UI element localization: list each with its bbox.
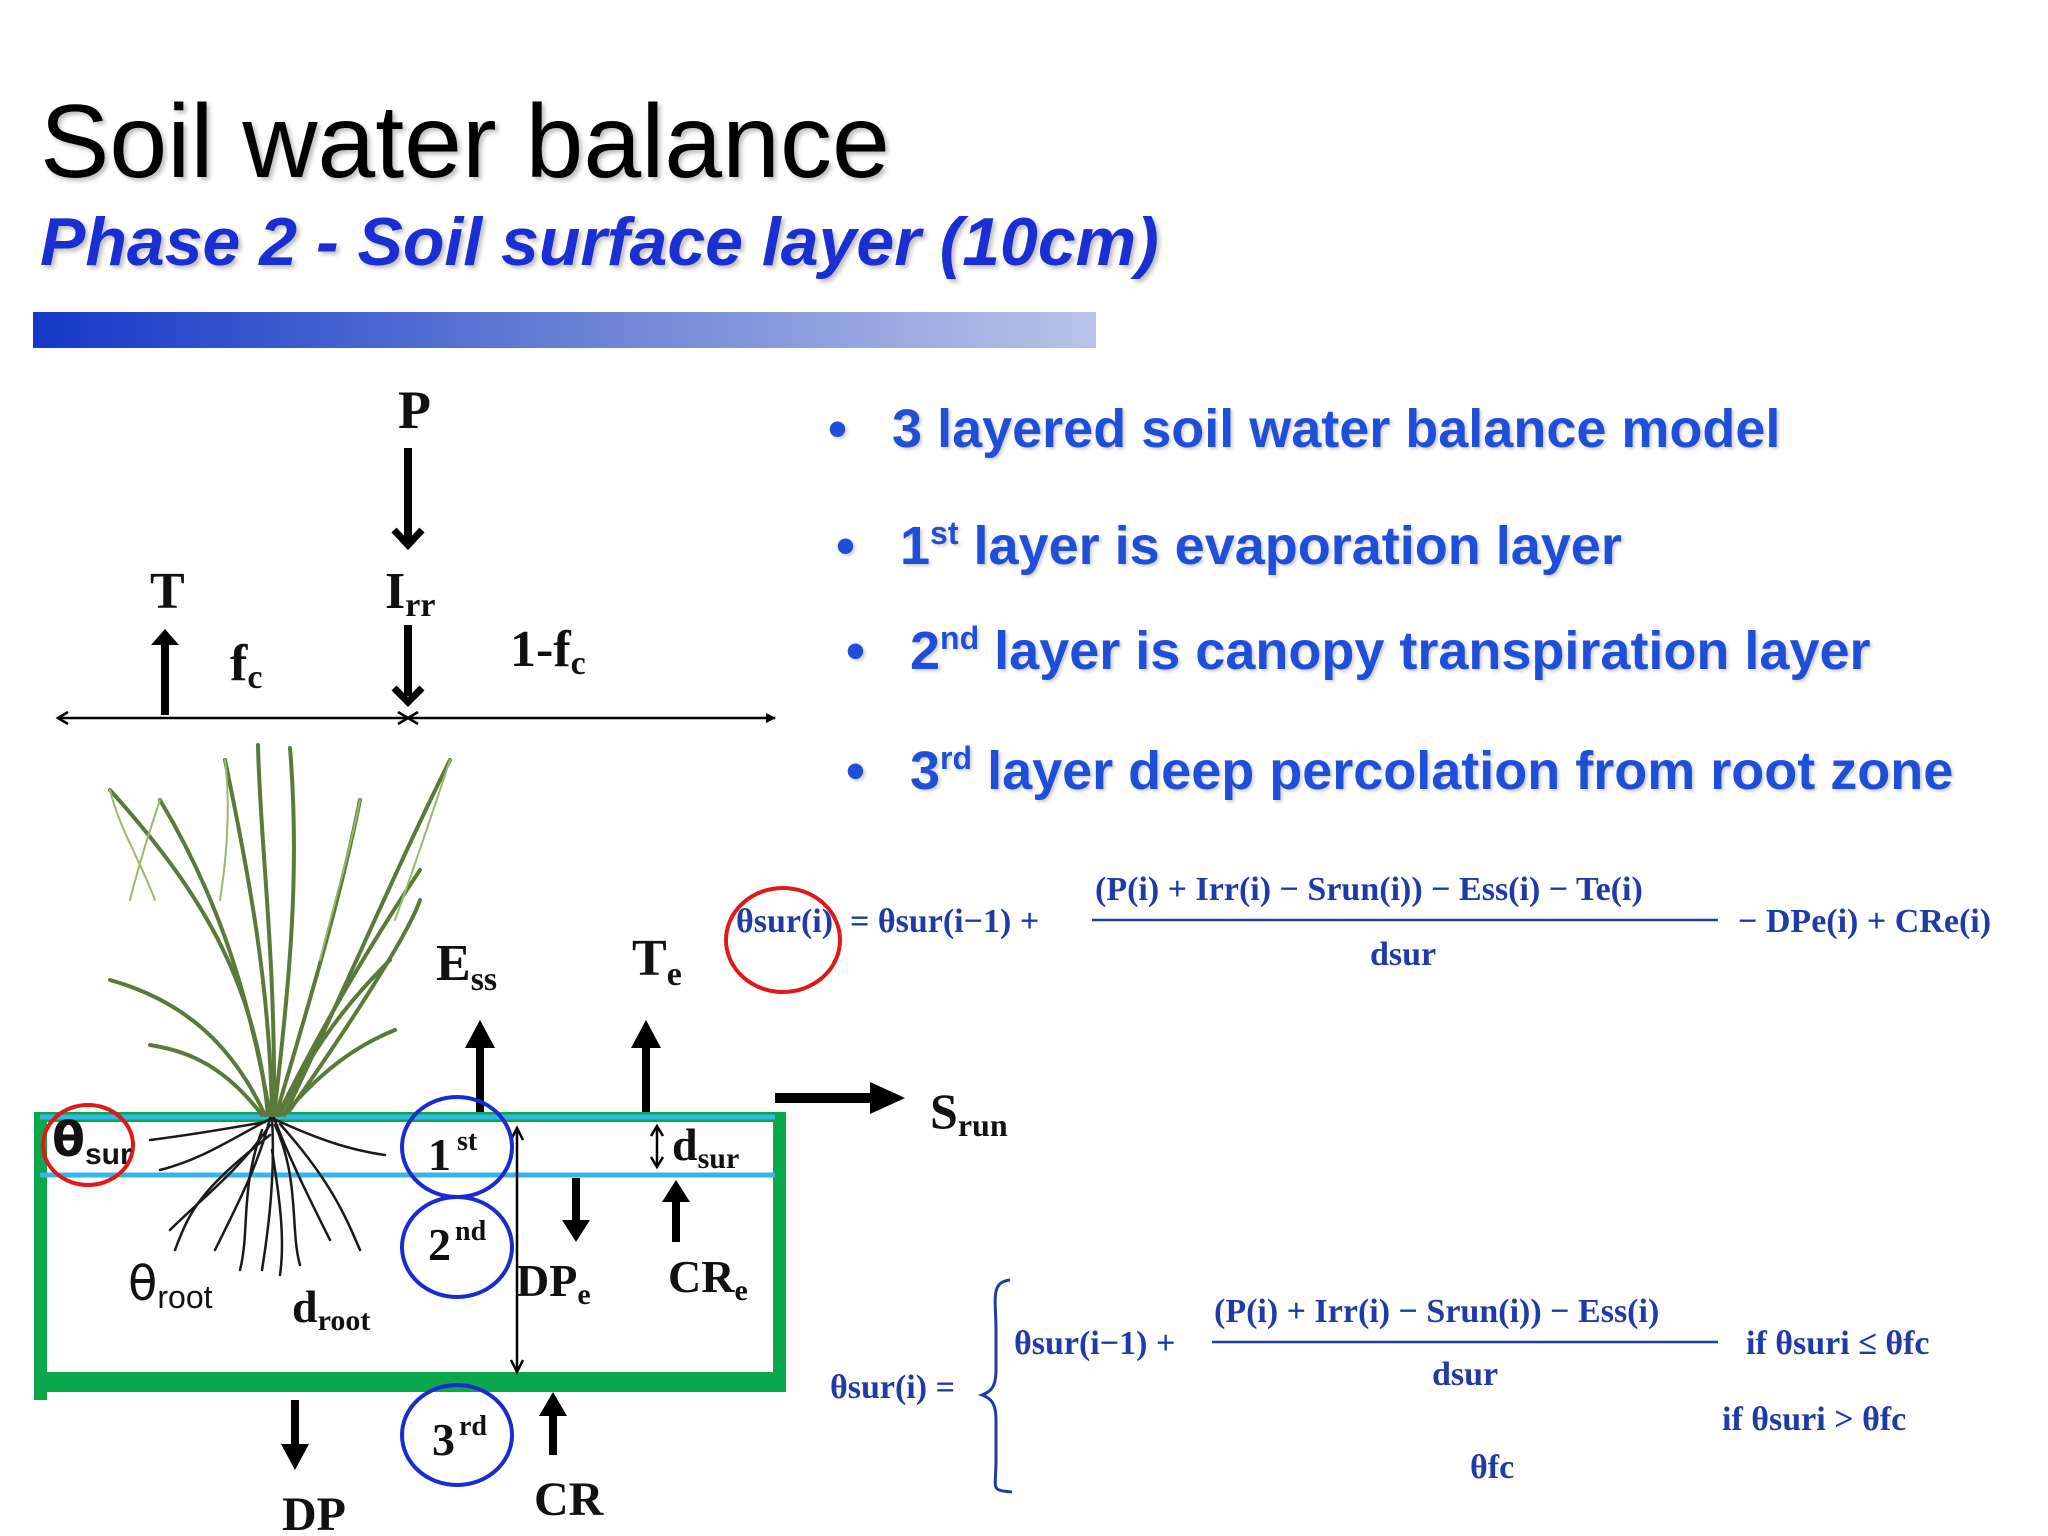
deep-percolation-label: DP (282, 1488, 346, 1536)
surface-depth-label: dsur (672, 1119, 739, 1175)
theta-sur-highlight-circle (41, 1103, 135, 1187)
transpiration-label: T (150, 563, 185, 620)
canopy-span-arrowhead-left (55, 710, 69, 726)
percolation-label: DPe (516, 1255, 591, 1311)
irrigation-label: Irr (385, 563, 435, 624)
transpiration-arrowhead (151, 629, 179, 645)
plant-leaf-highlights (109, 759, 451, 961)
eq2-case1-numerator: (P(i) + Irr(i) − Srun(i)) − Ess(i) (1214, 1293, 1659, 1330)
eq1-rhs-first: = θsur(i−1) + (850, 903, 1039, 940)
equation-2: θsur(i) = θsur(i−1) + (P(i) + Irr(i) − S… (830, 1278, 1930, 1494)
open-fraction-label: 1-fc (510, 621, 586, 682)
slide-subtitle: Phase 2 - Soil surface layer (10cm) (40, 204, 1159, 280)
precipitation-arrowhead (391, 527, 425, 551)
surface-runoff-label: Srun (930, 1083, 1008, 1143)
bullet-item: •3 layered soil water balance model (828, 399, 1781, 459)
root-depth-label: droot (292, 1281, 370, 1337)
theta-root-label: θroot (128, 1256, 213, 1315)
bullet-item: •2nd layer is canopy transpiration layer (846, 620, 1871, 681)
soil-evaporation-label: Ess (436, 935, 497, 998)
eq1-denominator: dsur (1370, 936, 1436, 973)
percolation-arrowhead (562, 1220, 590, 1242)
eq2-case2-condition: if θsuri > θfc (1722, 1401, 1906, 1438)
soil-evaporation-arrowhead (465, 1020, 495, 1048)
irrigation-arrowhead (391, 685, 425, 707)
deep-capillary-rise-label: CR (534, 1473, 605, 1526)
theta-sur-label: θsur (52, 1112, 132, 1171)
title-underline-bar (33, 312, 1096, 348)
surface-depth-arrowheads (649, 1123, 665, 1170)
deep-percolation-arrowhead (281, 1444, 309, 1470)
eq2-lhs: θsur(i) = (830, 1369, 955, 1406)
effective-transpiration-arrowhead (631, 1020, 661, 1048)
equation-theta-highlight-circle (724, 886, 842, 994)
eq2-brace (977, 1278, 1013, 1494)
eq2-case1-denominator: dsur (1432, 1356, 1498, 1393)
equation-1: θsur(i) = θsur(i−1) + (P(i) + Irr(i) − S… (736, 871, 1991, 973)
precipitation-label: P (398, 380, 431, 440)
eq1-tail: − DPe(i) + CRe(i) (1738, 903, 1991, 940)
eq1-numerator: (P(i) + Irr(i) − Srun(i)) − Ess(i) − Te(… (1095, 871, 1643, 908)
slide-title: Soil water balance (40, 84, 890, 200)
deep-capillary-rise-arrowhead (539, 1392, 567, 1416)
capillary-rise-label: CRe (668, 1251, 748, 1307)
canopy-span-divider (397, 710, 419, 726)
eq1-lhs: θsur(i) (736, 903, 833, 940)
effective-transpiration-label: Te (632, 930, 682, 993)
bullet-dot: • (836, 516, 855, 576)
bullet-item: •1st layer is evaporation layer (836, 515, 1622, 576)
bullet-dot: • (828, 399, 847, 459)
root-depth-arrowheads (509, 1125, 525, 1375)
bullet-item: •3rd layer deep percolation from root zo… (846, 740, 1954, 801)
root-system (148, 1116, 387, 1277)
capillary-rise-arrowhead (662, 1180, 690, 1202)
layer2-circle (400, 1195, 514, 1299)
bullet-dot: • (846, 621, 865, 681)
eq2-case2-value: θfc (1470, 1449, 1514, 1486)
layer3-circle (400, 1383, 514, 1487)
canopy-fraction-label: fc (230, 635, 262, 696)
bullet-dot: • (846, 741, 865, 801)
plant-illustration (108, 743, 452, 1117)
eq2-case1-first: θsur(i−1) + (1014, 1325, 1175, 1362)
eq2-case1-condition: if θsuri ≤ θfc (1746, 1325, 1930, 1362)
surface-runoff-arrowhead (870, 1082, 905, 1114)
